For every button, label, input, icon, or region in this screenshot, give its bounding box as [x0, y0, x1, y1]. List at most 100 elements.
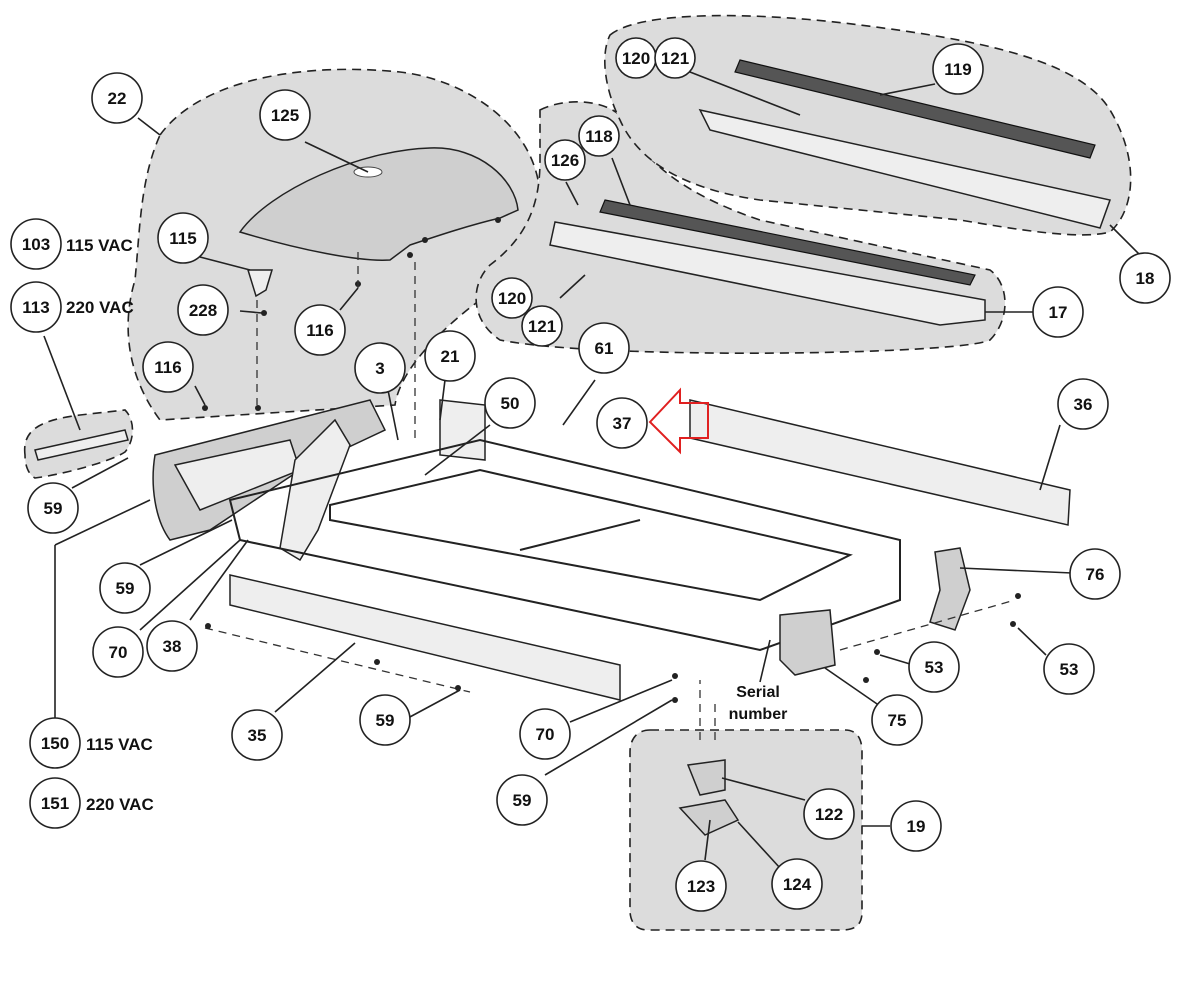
svg-text:19: 19 [907, 817, 926, 836]
callout-53-b: 53 [908, 641, 960, 693]
highlight-arrow [648, 387, 709, 455]
callout-122: 122 [803, 788, 855, 840]
callout-120-b: 120 [615, 37, 657, 79]
side-step-17 [549, 221, 986, 326]
callout-113: 113 [10, 281, 62, 333]
hood-pin [255, 405, 261, 411]
svg-text:76: 76 [1086, 565, 1105, 584]
svg-text:151: 151 [41, 794, 69, 813]
svg-text:37: 37 [613, 414, 632, 433]
callout-124: 124 [771, 858, 823, 910]
svg-text:22: 22 [108, 89, 127, 108]
end-cap-76 [929, 547, 971, 631]
hood-screw [422, 237, 428, 243]
svg-text:116: 116 [306, 321, 333, 340]
bolt [1015, 593, 1021, 599]
callout-70-b: 70 [519, 708, 571, 760]
svg-text:61: 61 [595, 339, 614, 358]
svg-text:115: 115 [169, 229, 196, 248]
callout-116-b: 116 [142, 341, 194, 393]
svg-text:53: 53 [925, 658, 944, 677]
bolt [672, 673, 678, 679]
svg-text:35: 35 [248, 726, 267, 745]
serial-note-line1: Serial [736, 684, 780, 701]
callout-50: 50 [484, 377, 536, 429]
svg-text:116: 116 [154, 358, 181, 377]
assembly-line [204, 627, 471, 693]
callout-3: 3 [354, 342, 406, 394]
callout-37: 37 [596, 397, 648, 449]
callout-35: 35 [231, 709, 283, 761]
svg-text:150: 150 [41, 734, 69, 753]
callout-118: 118 [578, 115, 620, 157]
part-123 [678, 799, 740, 836]
svg-text:120: 120 [622, 49, 650, 68]
svg-text:121: 121 [528, 317, 556, 336]
frame-crossbar [519, 519, 641, 551]
bracket-21 [439, 399, 486, 461]
step-strip-119 [734, 59, 1096, 159]
voltage-label-150: 115 VAC [86, 735, 153, 754]
callout-75: 75 [871, 694, 923, 746]
svg-text:125: 125 [271, 106, 299, 125]
svg-text:21: 21 [441, 347, 460, 366]
callout-151: 151 [29, 777, 81, 829]
svg-text:75: 75 [888, 711, 907, 730]
callout-126: 126 [544, 139, 586, 181]
svg-text:120: 120 [498, 289, 526, 308]
svg-text:59: 59 [116, 579, 135, 598]
svg-text:124: 124 [783, 875, 812, 894]
callout-125: 125 [259, 89, 311, 141]
callout-61: 61 [578, 322, 630, 374]
part-150 [34, 429, 129, 461]
serial-note-line2: number [729, 706, 788, 723]
voltage-label-113: 220 VAC [66, 298, 134, 317]
callout-119: 119 [932, 43, 984, 95]
bolt [205, 623, 211, 629]
svg-text:103: 103 [22, 235, 50, 254]
hood-latch [246, 269, 274, 298]
svg-text:59: 59 [44, 499, 63, 518]
callout-116-a: 116 [294, 304, 346, 356]
assembly-line [839, 599, 1016, 651]
step-strip-118 [599, 199, 976, 286]
svg-text:53: 53 [1060, 660, 1079, 679]
svg-text:70: 70 [536, 725, 555, 744]
callout-76: 76 [1069, 548, 1121, 600]
svg-text:123: 123 [687, 877, 715, 896]
motor-hood [238, 147, 519, 261]
callout-59-c: 59 [359, 694, 411, 746]
svg-text:122: 122 [815, 805, 843, 824]
bolt [874, 649, 880, 655]
callout-22: 22 [91, 72, 143, 124]
svg-text:38: 38 [163, 637, 182, 656]
svg-text:228: 228 [189, 301, 217, 320]
hood-screw [495, 217, 501, 223]
callout-59-a: 59 [27, 482, 79, 534]
part-122 [686, 759, 726, 796]
callout-59-d: 59 [496, 774, 548, 826]
svg-text:118: 118 [585, 127, 612, 146]
bolt [863, 677, 869, 683]
hood-screw [407, 252, 413, 258]
svg-text:119: 119 [944, 60, 971, 79]
end-cap-75 [779, 609, 836, 676]
svg-text:3: 3 [375, 359, 384, 378]
side-rail-35 [229, 574, 621, 701]
callout-17: 17 [1032, 286, 1084, 338]
callout-150: 150 [29, 717, 81, 769]
bolt [1010, 621, 1016, 627]
svg-text:121: 121 [661, 49, 689, 68]
main-frame-inner [329, 468, 853, 602]
callout-228: 228 [177, 284, 229, 336]
bolt [672, 697, 678, 703]
svg-text:70: 70 [109, 643, 128, 662]
svg-text:50: 50 [501, 394, 520, 413]
bolt [455, 685, 461, 691]
svg-text:36: 36 [1074, 395, 1093, 414]
callout-21: 21 [424, 330, 476, 382]
voltage-label-151: 220 VAC [86, 795, 154, 814]
callout-103: 103 [10, 218, 62, 270]
voltage-label-103: 115 VAC [66, 236, 133, 255]
